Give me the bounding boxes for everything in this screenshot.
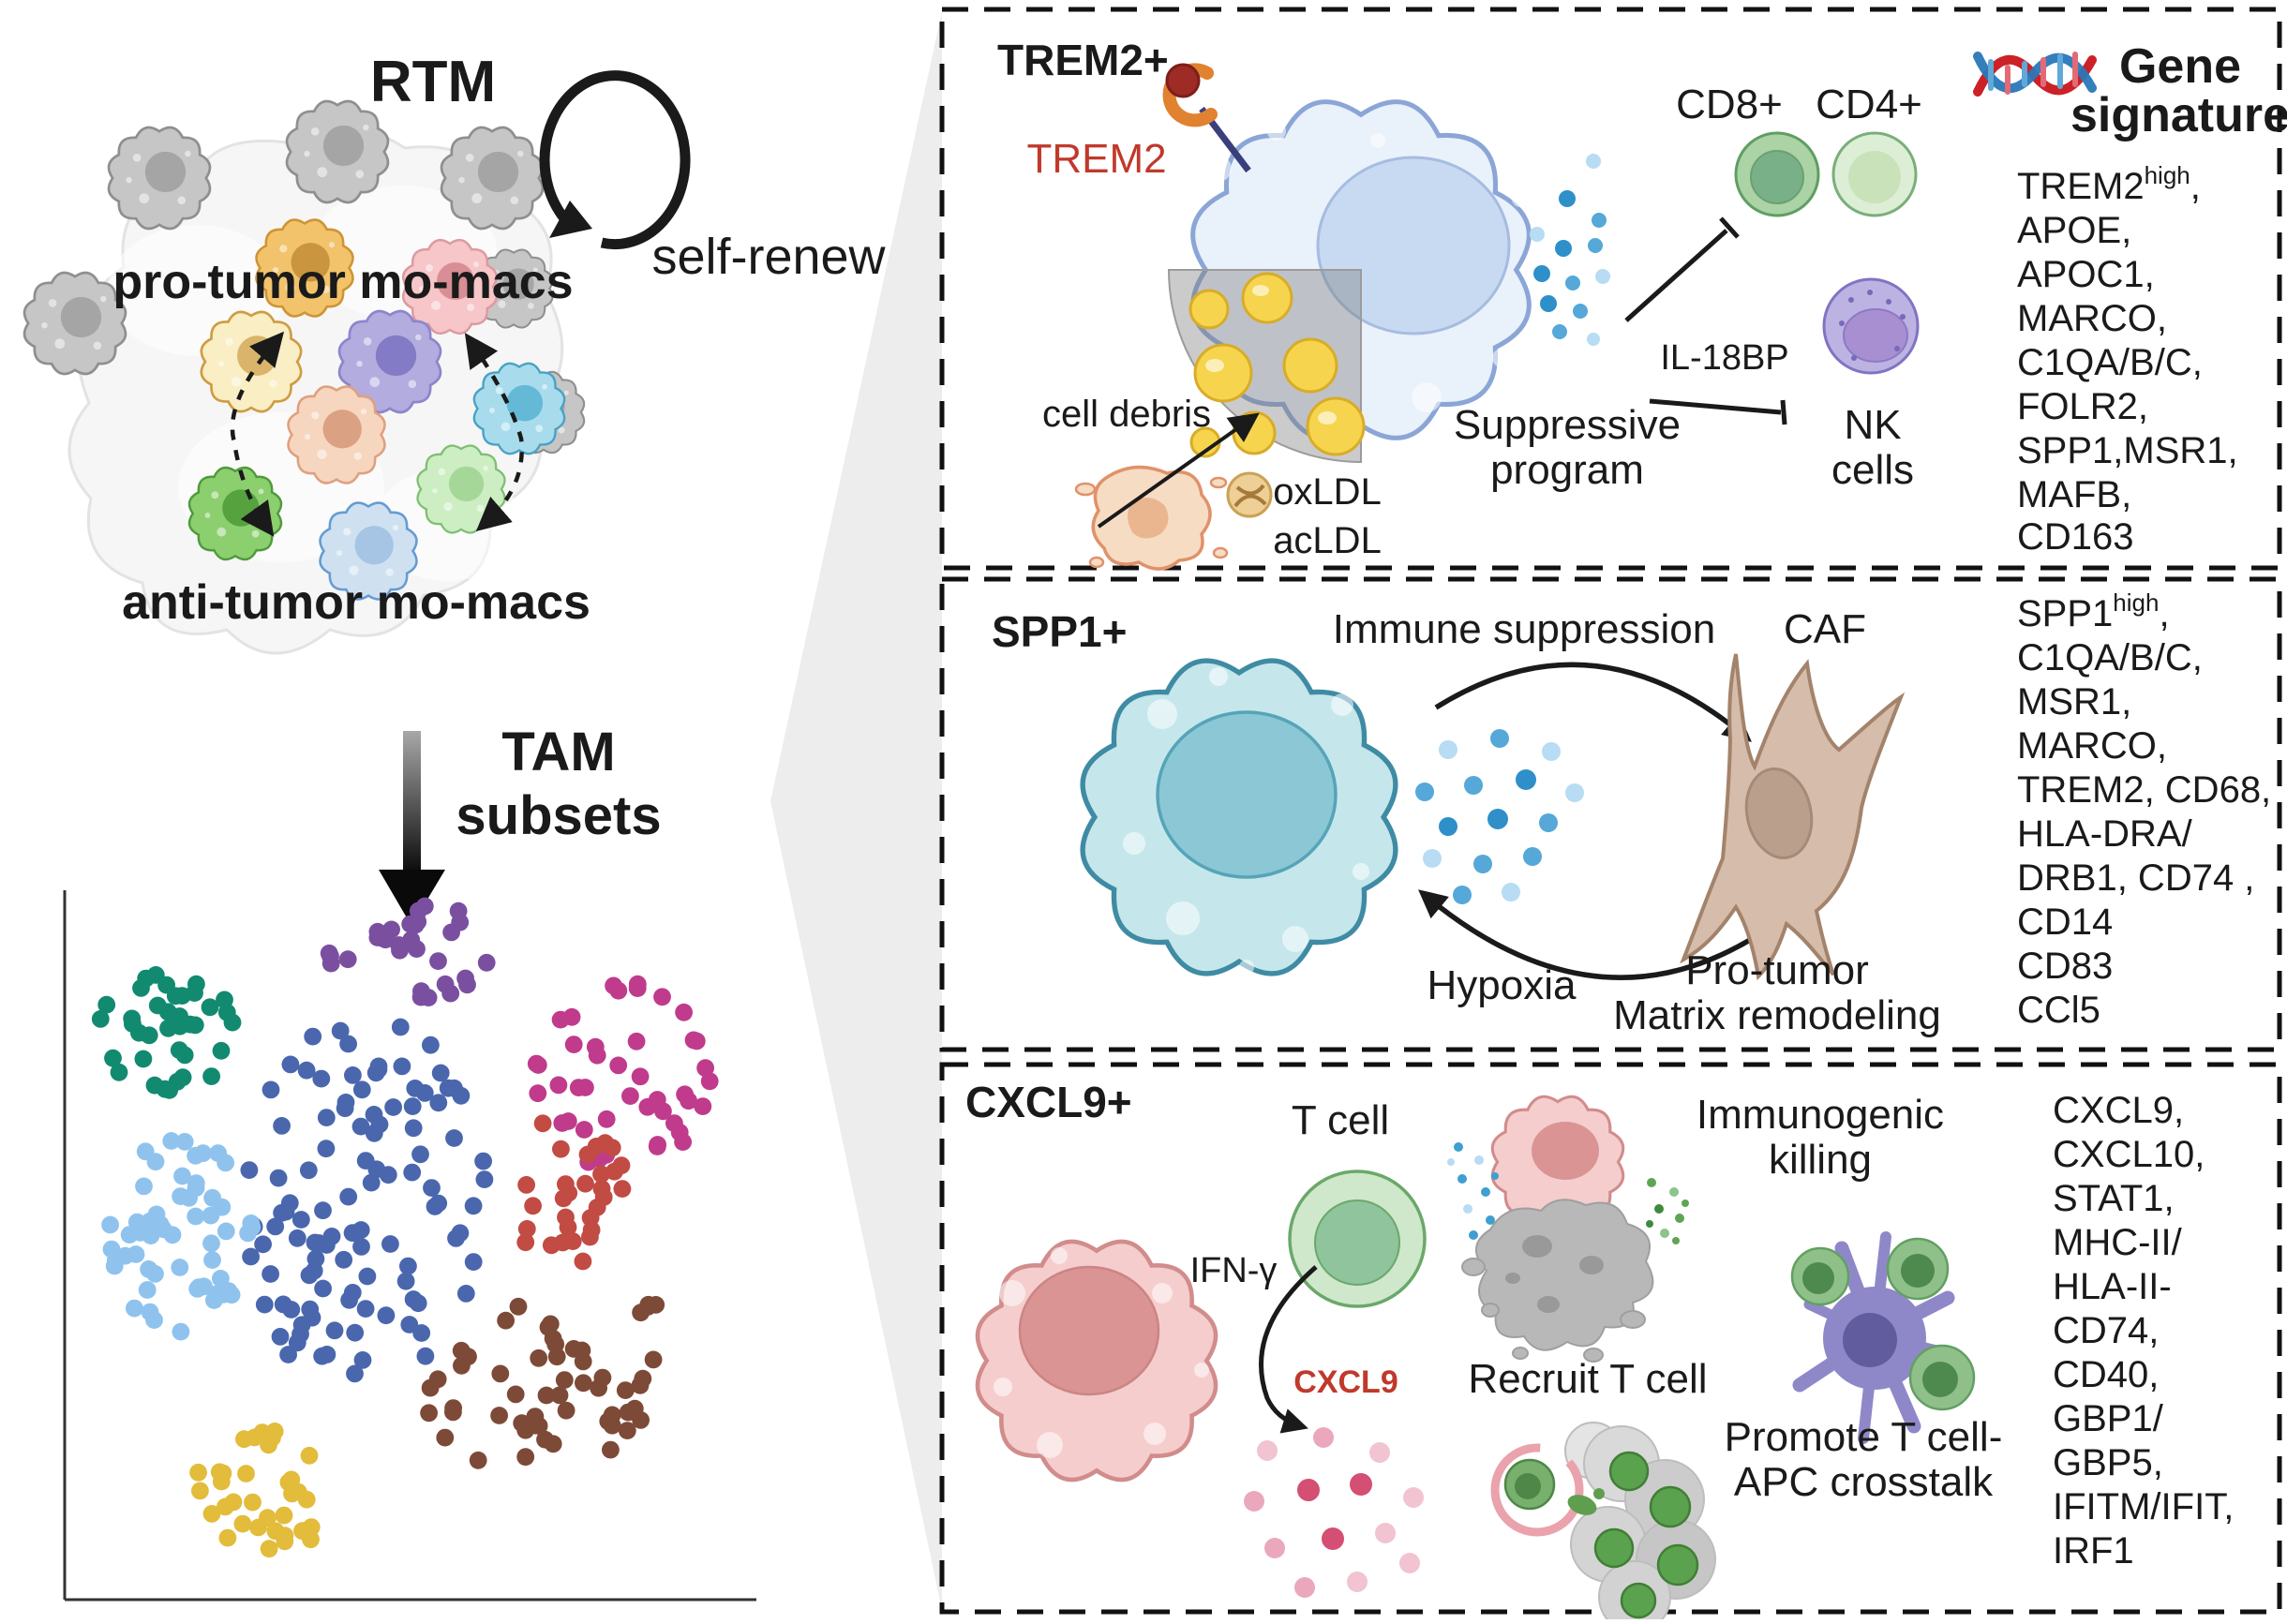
promote-crosstalk-label: Promote T cell- (1725, 1414, 2003, 1460)
il18bp-label: IL-18BP (1660, 338, 1788, 378)
nk-label2: cells (1831, 447, 1914, 493)
conversion-arrow-left (230, 331, 285, 537)
debris-arrow (1097, 412, 1260, 529)
caf-label: CAF (1784, 606, 1866, 652)
gene-signature-header: Gene (2119, 39, 2241, 94)
trem2-gene-list: TREM2high, APOE, APOC1, MARCO, C1QA/B/C,… (2017, 161, 2249, 558)
tcell-label: T cell (1292, 1097, 1389, 1143)
cell-debris-blob (1074, 465, 1229, 571)
panel-cxcl9: CXCL9+ T cell IFN-γ CXCL9 Immunogenic ki… (965, 1078, 2244, 1624)
caf-cell (1680, 653, 1906, 981)
gene-signature-header2: signature (2070, 88, 2287, 142)
immunogenic-killing-illustration (1447, 1095, 1689, 1363)
apc-tcells (1790, 1237, 1976, 1411)
scatter-dots (91, 897, 719, 1558)
hypoxia-label: Hypoxia (1428, 962, 1577, 1008)
conversion-arrow-right (464, 333, 524, 532)
panel-spp1: SPP1+ Immune suppression CAF Hypoxia Pro… (992, 589, 2281, 1038)
promote-crosstalk-label2: APC crosstalk (1734, 1459, 1994, 1505)
cxcl9-dots (1244, 1427, 1424, 1598)
hypoxia-arrow (1418, 889, 1756, 980)
dna-icon (1973, 52, 2097, 97)
cd4-cell (1831, 131, 1918, 217)
inhibit-cd8-line (1624, 229, 1728, 322)
spp1-nucleus (1156, 710, 1338, 879)
anti-tumor-cell-lightgreen (417, 445, 505, 533)
ifn-gamma-arrow (1259, 1265, 1318, 1434)
cxcl9-nucleus (1018, 1265, 1160, 1396)
immune-suppression-label: Immune suppression (1333, 606, 1715, 652)
matrix-remodeling-label: Matrix remodeling (1613, 992, 1941, 1038)
cd8-cell (1734, 131, 1820, 217)
panel-spp1-border (939, 576, 2282, 1052)
rtm-cell (109, 127, 210, 229)
cd8-label: CD8+ (1676, 82, 1783, 127)
cxcl9-molecule-label: CXCL9 (1293, 1364, 1398, 1400)
recruit-tcell-label: Recruit T cell (1468, 1356, 1707, 1402)
panel-spp1-title: SPP1+ (992, 607, 1128, 656)
down-arrow (379, 731, 445, 926)
recruit-tcell-illustration (1490, 1422, 1716, 1624)
acldl-label: acLDL (1273, 520, 1382, 561)
tam-subsets-label2: subsets (456, 785, 661, 846)
self-renew-label: self-renew (651, 229, 886, 285)
cell-debris-label: cell debris (1042, 394, 1211, 435)
immunogenic-killing-label: Immunogenic (1697, 1092, 1944, 1138)
magnifier-wedge (770, 11, 942, 1610)
pro-tumor-cell-paleyellow (201, 311, 302, 412)
cd4-label: CD4+ (1816, 82, 1922, 127)
trem2-receptor-icon (1162, 63, 1251, 173)
rtm-cell (24, 273, 126, 374)
trem2-nucleus (1316, 156, 1511, 335)
suppressive-program-label2: program (1490, 447, 1644, 493)
self-renew-arrow (539, 70, 691, 250)
killing-dots-green (1646, 1178, 1689, 1244)
tcell (1288, 1170, 1427, 1308)
nk-cell (1822, 277, 1920, 375)
panel-trem2: TREM2+ TREM2 cell debris oxLDL acLDL Sup… (997, 36, 2287, 571)
cxcl9-gene-list: CXCL9, CXCL10, STAT1, MHC-II/ HLA-II- CD… (2053, 1090, 2244, 1572)
apc-cell (1790, 1231, 1976, 1444)
trem2-secreted-dots (1530, 154, 1610, 346)
inhibit-nk-line (1649, 398, 1782, 415)
pro-tumor-function-label: Pro-tumor (1685, 947, 1869, 993)
rtm-label: RTM (370, 50, 496, 114)
oxldl-icon (1226, 471, 1273, 518)
rtm-cell (287, 101, 388, 202)
suppressive-program-label: Suppressive (1454, 402, 1681, 448)
tsne-plot (63, 890, 756, 1602)
immunogenic-killing-label2: killing (1769, 1137, 1872, 1183)
anti-tumor-cell-green (189, 468, 281, 559)
spp1-secreted-dots (1415, 729, 1584, 904)
oxldl-label: oxLDL (1273, 471, 1382, 513)
trem2-receptor-label: TREM2 (1026, 136, 1166, 182)
killing-dots-blue (1447, 1142, 1499, 1240)
anti-tumor-label: anti-tumor mo-macs (122, 575, 590, 630)
tam-subsets-label: TAM (501, 722, 615, 782)
panel-trem2-title: TREM2+ (997, 36, 1169, 84)
pro-tumor-cell-peach (288, 386, 385, 484)
immune-suppression-arrow (1434, 662, 1752, 742)
panel-cxcl9-title: CXCL9+ (965, 1078, 1132, 1126)
rtm-cell (441, 127, 543, 229)
nk-label: NK (1844, 402, 1901, 448)
ifn-gamma-label: IFN-γ (1190, 1251, 1278, 1290)
pro-tumor-label: pro-tumor mo-macs (112, 255, 573, 309)
spp1-gene-list: SPP1high, C1QA/B/C, MSR1, MARCO, TREM2, … (2017, 589, 2281, 1031)
phagocytosis-ring (1490, 1443, 1584, 1537)
